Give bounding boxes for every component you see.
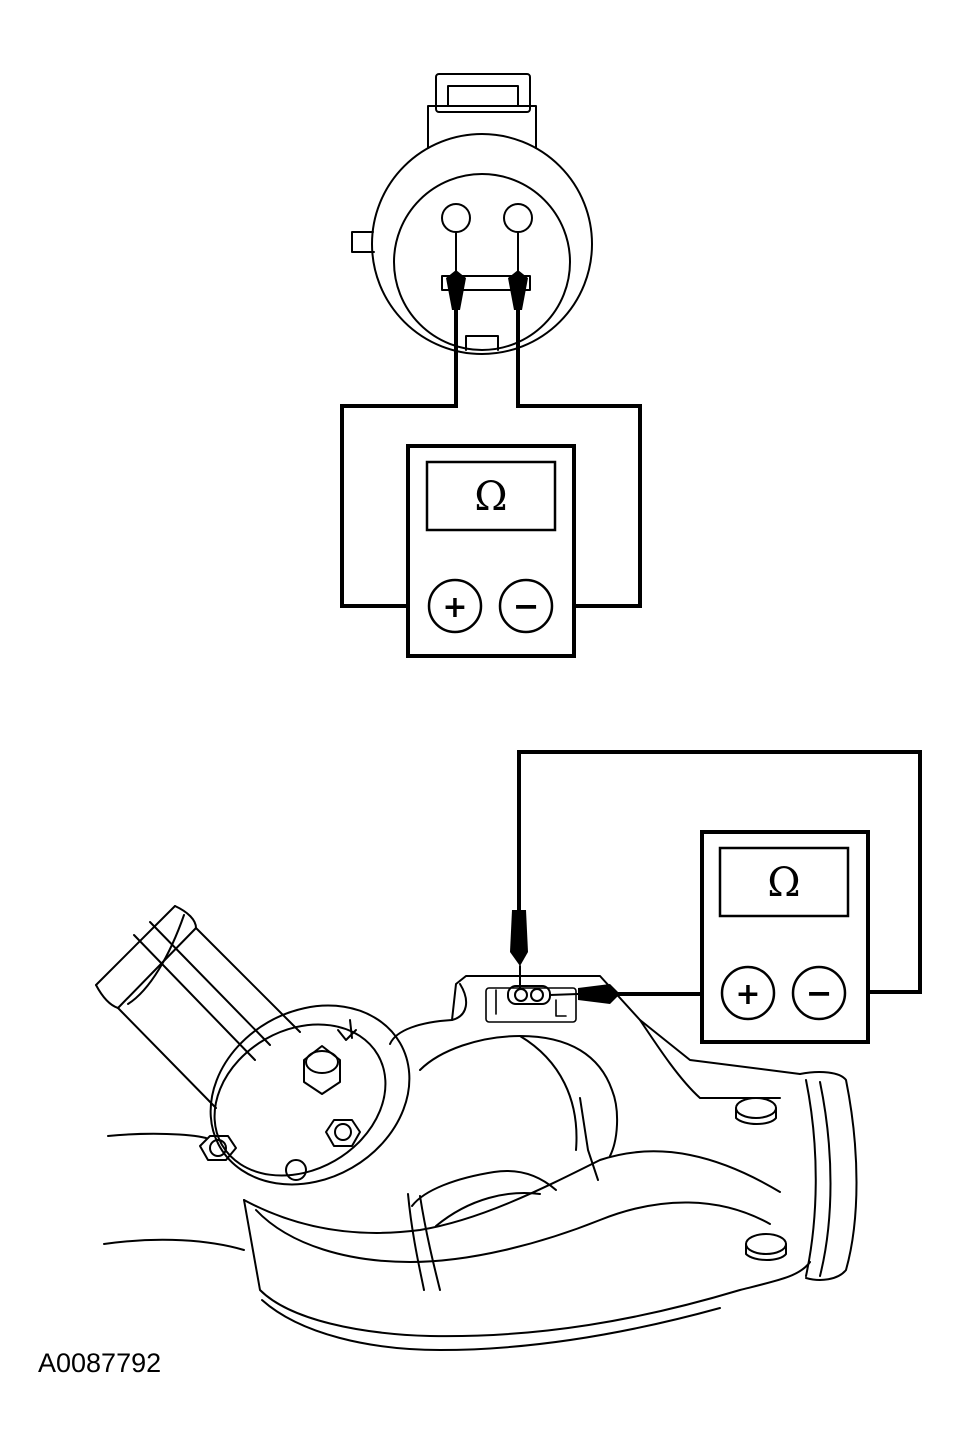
wire-positive-top [340,310,458,608]
ohmmeter-top: Ω + − [406,444,576,658]
sensor-connector [351,73,593,355]
probe-tip-positive [446,270,466,310]
axle-housing [95,905,858,1351]
negative-label-bottom: − [806,974,833,1012]
ohm-symbol-top: Ω [474,474,507,520]
probe-horizontal-bottom [549,984,620,1004]
sensor-mount-pad [485,987,577,1023]
negative-label-top: − [513,587,540,625]
probe-tip-negative [508,270,528,310]
ohm-symbol-bottom: Ω [767,860,800,906]
wire-negative-bottom [517,750,922,994]
negative-terminal-bottom [791,965,847,1021]
positive-terminal-top [427,578,483,634]
negative-terminal-top [498,578,554,634]
ohmmeter-bottom: Ω + − [700,830,870,1044]
reference-id: A0087792 [38,1348,161,1378]
probe-vertical-bottom [510,910,528,989]
positive-label-top: + [442,590,467,625]
positive-terminal-bottom [720,965,776,1021]
positive-label-bottom: + [735,977,760,1012]
wire-negative-top [516,310,642,608]
